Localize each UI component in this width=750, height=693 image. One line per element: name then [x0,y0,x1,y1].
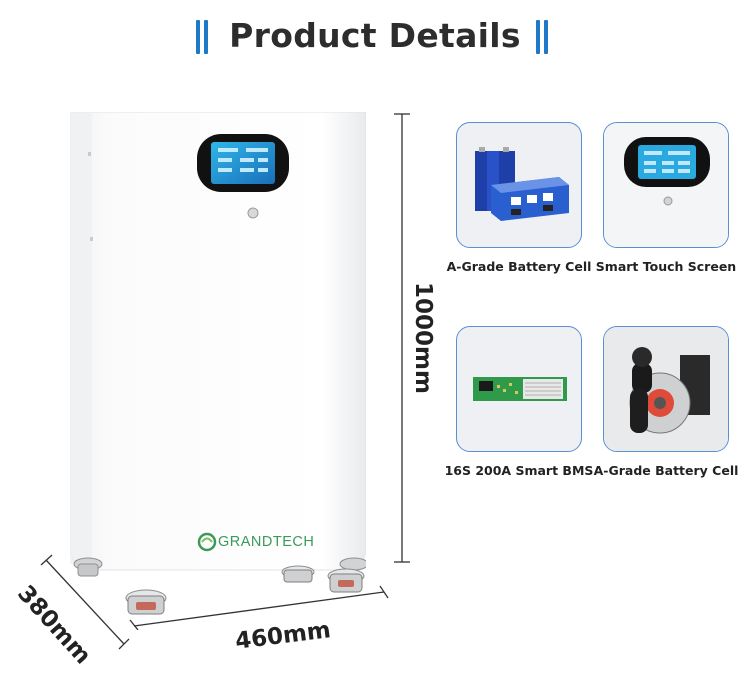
header: Product Details [0,14,750,58]
page-title: Product Details [229,16,521,55]
touch-screen-image [603,122,729,248]
battery-cells-image [456,122,582,248]
caster-wheels [125,565,365,615]
feature-caption: A-Grade Battery Cell [593,463,739,478]
title-bar-right [536,20,540,54]
depth-dimension-line [40,554,130,650]
title-bar-left [196,20,200,54]
feature-caption: A-Grade Battery Cell [446,259,592,274]
feature-caption: Smart Touch Screen [595,259,737,274]
height-label: 1000mm [410,282,436,394]
caster-wheel-image [603,326,729,452]
title-bar-right-2 [544,20,548,54]
brand-logo: GRANDTECH [218,534,314,550]
bms-board-image [456,326,582,452]
height-dimension-line [394,113,410,563]
feature-caption: 16S 200A Smart BMS [444,463,594,478]
title-bar-left-2 [204,20,208,54]
width-dimension-line [129,585,389,630]
battery-unit-image: GRANDTECH [70,112,366,577]
